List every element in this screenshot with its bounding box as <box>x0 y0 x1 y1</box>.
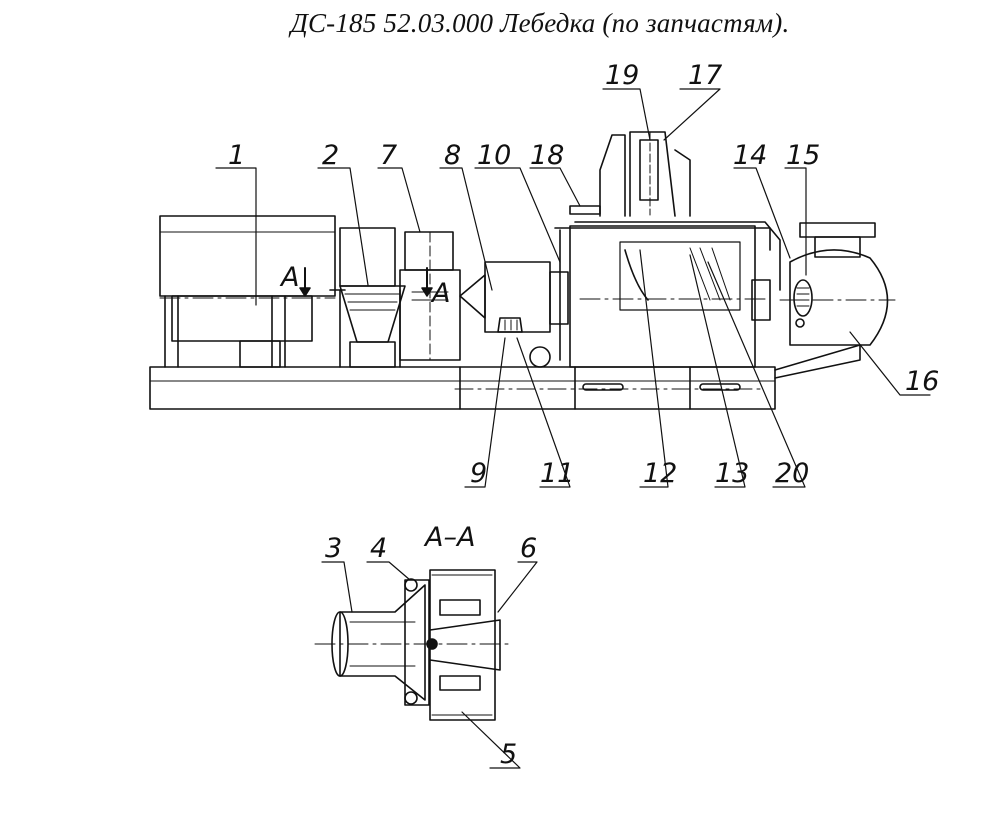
callout-17: 17 <box>688 60 722 91</box>
section-letter-right: A <box>430 278 450 309</box>
gear-reducer <box>459 261 569 333</box>
winch-drum <box>554 221 781 368</box>
callout-15: 15 <box>786 140 820 171</box>
drawing-title: ДС-185 52.03.000 Лебедка (по запчастям). <box>290 8 790 38</box>
callout-1: 1 <box>228 140 245 171</box>
section-marks <box>299 267 433 297</box>
callout-9: 9 <box>470 458 487 489</box>
coupling-housing <box>399 231 461 361</box>
callout-12: 12 <box>643 458 677 489</box>
callout-labels: 1 2 7 8 10 18 19 17 14 15 16 9 11 12 13 … <box>228 60 939 770</box>
callout-7: 7 <box>380 140 397 171</box>
callout-14: 14 <box>733 140 767 171</box>
callout-16: 16 <box>905 366 939 397</box>
callout-11: 11 <box>540 458 574 489</box>
callout-18: 18 <box>530 140 564 171</box>
brake-assembly <box>339 227 406 368</box>
leader-lines <box>215 88 931 769</box>
callout-19: 19 <box>605 60 639 91</box>
callout-13: 13 <box>715 458 749 489</box>
callout-8: 8 <box>444 140 461 171</box>
callout-20: 20 <box>775 458 809 489</box>
callout-6: 6 <box>520 533 537 564</box>
callout-3: 3 <box>325 533 342 564</box>
callout-5: 5 <box>500 739 517 770</box>
pulley-housing <box>779 222 896 346</box>
cable-mast <box>569 131 691 217</box>
section-view-title: A–A <box>423 522 475 553</box>
callout-10: 10 <box>477 140 511 171</box>
section-view-a-a <box>314 569 511 721</box>
electric-motor <box>159 215 346 368</box>
section-letter-left: A <box>279 262 299 293</box>
callout-4: 4 <box>370 533 387 564</box>
base-frame <box>149 344 861 410</box>
callout-2: 2 <box>322 140 339 171</box>
